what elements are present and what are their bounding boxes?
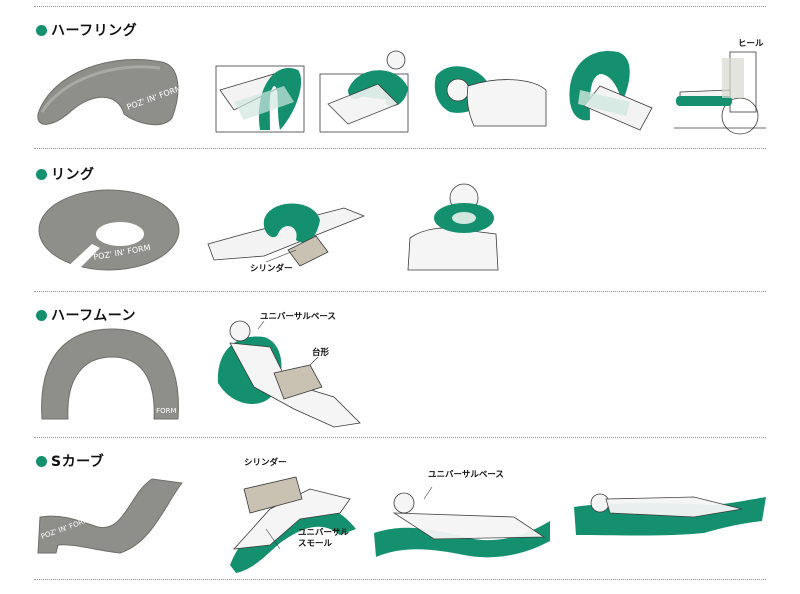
bottom-divider (34, 579, 766, 580)
divider-2 (34, 291, 766, 292)
half-moon-usage-image (217, 320, 361, 428)
divider-1 (34, 148, 766, 149)
bullet-icon (36, 24, 47, 36)
label-universal-base: ユニバーサルベース (428, 470, 504, 480)
half-ring-pillow-image: POZ' IN' FORM (37, 58, 182, 126)
ring-usage-neck-image (407, 183, 499, 271)
label-universal-base: ユニバーサルベース (260, 312, 336, 322)
section-title: ハーフムーン (36, 305, 136, 325)
half-ring-usage-knees-image (215, 65, 305, 133)
section-title: リング (36, 164, 95, 184)
section-title: Sカーブ (36, 451, 104, 471)
s-curve-usage-back-image (374, 486, 550, 558)
label-cylinder: シリンダー (244, 458, 287, 468)
half-moon-pillow-image: POZ' IN' FORM (41, 328, 179, 420)
ring-pillow-image: POZ' IN' FORM (38, 189, 180, 274)
bullet-icon (36, 309, 47, 321)
half-ring-usage-lying-image (319, 50, 409, 133)
label-cylinder: シリンダー (250, 264, 293, 274)
top-divider (34, 6, 766, 7)
half-ring-usage-side-image (569, 50, 653, 131)
label-small: スモール (298, 539, 333, 549)
section-half-ring: ハーフリング POZ' IN' FORM (0, 0, 800, 148)
product-text: POZ' IN' FORM (126, 407, 177, 415)
divider-3 (34, 437, 766, 438)
section-title-text: ハーフリング (51, 23, 138, 39)
s-curve-usage-side-image (230, 476, 356, 573)
section-title-text: Sカーブ (51, 454, 105, 470)
label-trapezoid: 台形 (312, 348, 330, 358)
bullet-icon (36, 455, 47, 467)
bullet-icon (36, 168, 47, 180)
ring-usage-legs-image (207, 203, 366, 267)
section-title-text: ハーフムーン (51, 308, 137, 324)
label-universal: ユニバーサル (298, 528, 349, 538)
half-ring-usage-neck-image (434, 66, 547, 127)
s-curve-pillow-image: POZ' IN' FORM (37, 478, 183, 554)
section-title-text: リング (51, 167, 95, 183)
section-title: ハーフリング (36, 20, 137, 40)
label-heel: ヒール (738, 39, 764, 49)
section-half-moon: ハーフムーン POZ' IN' FORM ユニバーサルベース 台形 (0, 291, 800, 437)
section-ring: リング POZ' IN' FORM シリンダー (0, 148, 800, 291)
section-s-curve: Sカーブ POZ' IN' FORM シリンダー ユニバーサル スモール ユニバ… (0, 437, 800, 579)
s-curve-usage-prone-image (574, 493, 766, 536)
half-ring-usage-wheelchair-image (674, 51, 766, 135)
